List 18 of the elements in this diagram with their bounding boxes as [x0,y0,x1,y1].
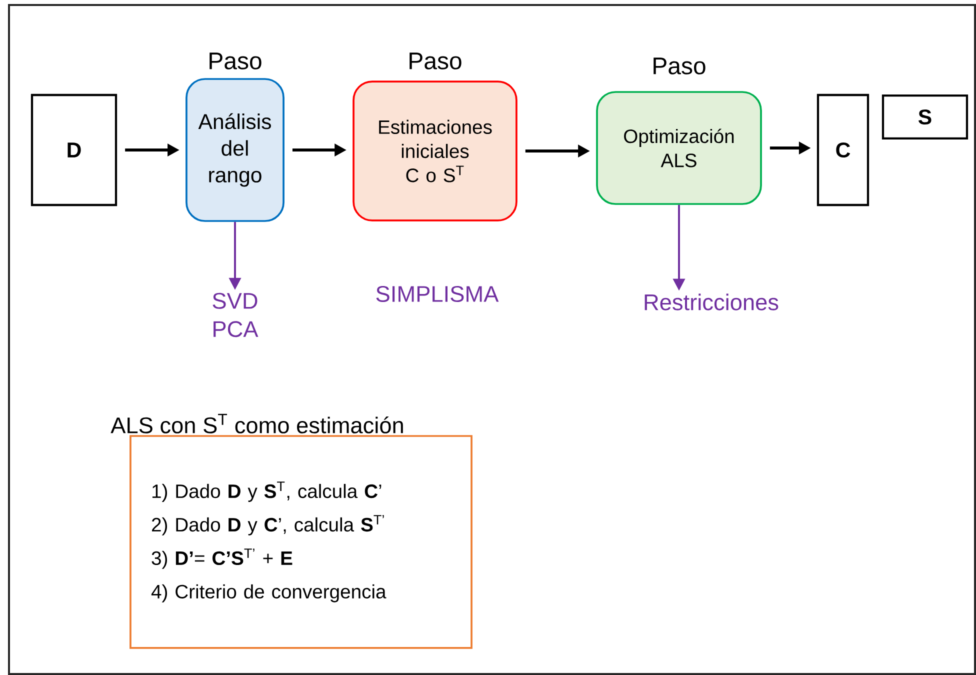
node-label: 1) Dado D y S$^{T}$, calcula C’ [152,482,382,502]
step-heading: Paso [654,58,706,74]
node-label: 2) Dado D y C’, calcula S$^{T’}$ [152,515,384,536]
step-box: Análisis del rango [186,78,284,222]
matrix-box: S [882,94,968,140]
matrix-box: D [30,94,118,206]
method-label: SIMPLISMA [376,286,499,302]
algorithm-box: 1) Dado D y S$^{T}$, calcula C’ 2) Dado D y C’, calcula S$^{T’}$ 3) D’= C’S$^{T’}$ + E 4) Criterio de convergencia [130,435,472,649]
step-box: Estimaciones iniciales C o S$^{T}$ [352,80,518,222]
method-text: Restricciones [644,294,778,310]
step-heading: Paso [410,52,462,70]
step-heading: Paso [210,52,262,70]
method-text: SVD PCA [212,292,258,338]
matrix-box: C [816,94,870,206]
node-label: 4) Criterio de convergencia [151,584,386,602]
step-box: Optimización ALS [596,91,762,205]
box-heading: ALS con S$^{T}$ como estimación [110,414,403,434]
node-label: 3) D’= C’S$^{T’}$ + E [152,548,292,569]
